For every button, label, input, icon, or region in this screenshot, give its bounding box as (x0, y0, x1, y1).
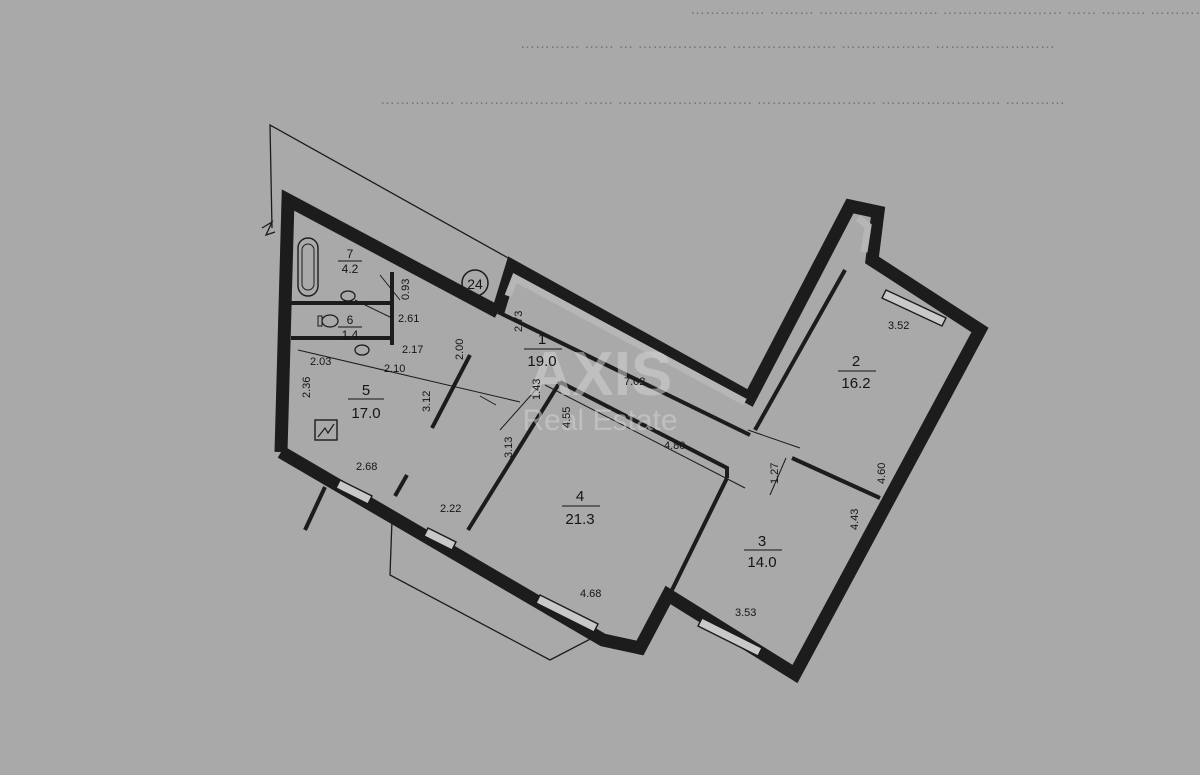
dim-label: 2.68 (356, 461, 377, 473)
bathtub-icon (297, 237, 319, 297)
dim-label: 1.27 (769, 463, 781, 484)
sink-icon (340, 290, 370, 356)
document-header: …………… ……… …………………… …………………… …… ……… ………… … (380, 1, 1200, 108)
room-2-number: 2 (852, 353, 860, 370)
dim-label: 4.55 (561, 407, 573, 428)
room-3-label: 3 14.0 (744, 533, 782, 571)
room-4-label: 4 21.3 (562, 488, 600, 528)
room-5-area: 17.0 (351, 405, 380, 422)
dim-label: 4.80 (664, 440, 685, 452)
room-labels: 1 19.0 2 16.2 3 14.0 4 21.3 5 17.0 6 1.4 (338, 247, 876, 571)
dim-label: 2.10 (384, 363, 405, 375)
dim-label: 4.60 (876, 463, 888, 484)
dimension-labels: 0.93 2.61 2.17 2.00 2.73 2.03 2.10 2.36 … (301, 279, 909, 619)
watermark: AXIS Real Estate (522, 340, 677, 437)
dim-label: 2.36 (301, 377, 313, 398)
dim-label: 7.02 (624, 376, 645, 388)
watermark-brand: AXIS (528, 340, 673, 409)
dim-label: 3.13 (503, 437, 515, 458)
dim-label: 2.03 (310, 356, 331, 368)
room-1-label: 1 19.0 (524, 331, 562, 370)
room-7-area: 4.2 (342, 262, 359, 276)
dim-label: 2.22 (440, 503, 461, 515)
header-line-1: …………… ……… …………………… …………………… …… ……… ………… (690, 1, 1200, 18)
room-6-area: 1.4 (342, 328, 359, 342)
header-line-3: …………… …………………… …… ……………………… …………………… ………… (380, 91, 1065, 108)
break-mark (261, 220, 276, 237)
room-5-number: 5 (362, 382, 370, 399)
windows (335, 289, 947, 657)
room-6-number: 6 (347, 313, 354, 327)
dim-label: 3.53 (735, 607, 756, 619)
dimension-lines (297, 274, 801, 496)
room-3-area: 14.0 (747, 554, 776, 571)
room-6-label: 6 1.4 (338, 313, 362, 342)
room-2-label: 2 16.2 (838, 353, 876, 392)
stair-marker: 24 (461, 269, 489, 297)
exterior-walls (274, 189, 989, 684)
stair-marker-label: 24 (467, 276, 483, 292)
electrical-panel-icon (314, 419, 338, 441)
dim-label: 2.73 (513, 311, 525, 332)
dim-label: 0.93 (400, 279, 412, 300)
room-1-number: 1 (538, 331, 546, 348)
room-7-number: 7 (347, 247, 354, 261)
room-5-label: 5 17.0 (348, 382, 384, 422)
dim-label: 1.43 (531, 379, 543, 400)
header-line-2: ………… …… … ……………… ………………… ……………… …………………… (520, 35, 1055, 52)
room-1-area: 19.0 (527, 353, 556, 370)
window-room-4-left (423, 527, 457, 551)
window-room-5 (335, 479, 373, 505)
room-3-number: 3 (758, 533, 766, 550)
toilet-icon (317, 314, 339, 328)
interior-partitions (291, 269, 881, 591)
dim-label: 2.17 (402, 344, 423, 356)
dim-label: 2.00 (454, 339, 466, 360)
window-room-2 (881, 289, 947, 327)
dim-label: 4.43 (849, 509, 861, 530)
room-2-area: 16.2 (841, 375, 870, 392)
dim-label: 3.52 (888, 320, 909, 332)
dim-label: 4.68 (580, 588, 601, 600)
window-room-3 (697, 617, 763, 657)
dim-label: 2.61 (398, 313, 419, 325)
room-4-number: 4 (576, 488, 584, 505)
window-room-4 (535, 594, 599, 633)
dim-label: 3.12 (421, 391, 433, 412)
balcony-outline (389, 519, 599, 661)
watermark-subtitle: Real Estate (522, 404, 677, 437)
room-7-label: 7 4.2 (338, 247, 362, 276)
room-4-area: 21.3 (565, 511, 594, 528)
